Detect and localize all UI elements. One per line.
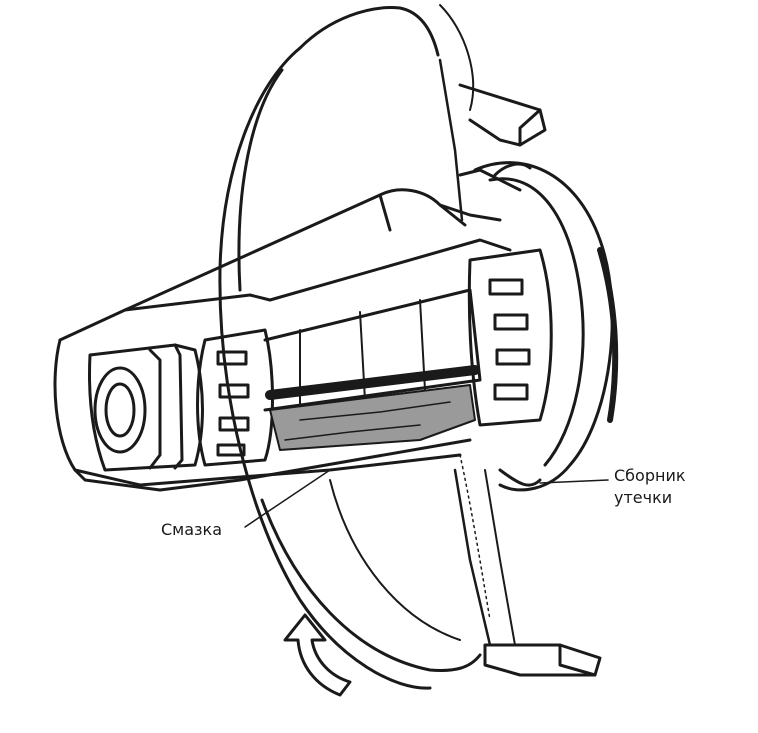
wheel-disc — [218, 4, 482, 690]
leak-collector-label-line2: утечки — [614, 488, 673, 507]
spindle — [263, 288, 482, 412]
grease-leader — [244, 469, 331, 528]
top-bracket — [438, 58, 547, 222]
hub-nut — [88, 343, 204, 472]
collector-leader — [539, 479, 609, 484]
leak-collector-label: Сборник утечки — [614, 465, 686, 509]
leak-collector-label-line1: Сборник — [614, 466, 686, 485]
rotation-arrow-icon — [283, 613, 352, 697]
right-bearing — [467, 248, 553, 427]
left-bearing — [196, 328, 274, 467]
leak-collector — [458, 161, 619, 492]
hub-body — [53, 188, 512, 492]
bottom-bracket — [453, 468, 602, 677]
grease-label: Смазка — [161, 520, 223, 539]
leader-lines — [244, 469, 609, 528]
grease-area — [269, 384, 491, 621]
